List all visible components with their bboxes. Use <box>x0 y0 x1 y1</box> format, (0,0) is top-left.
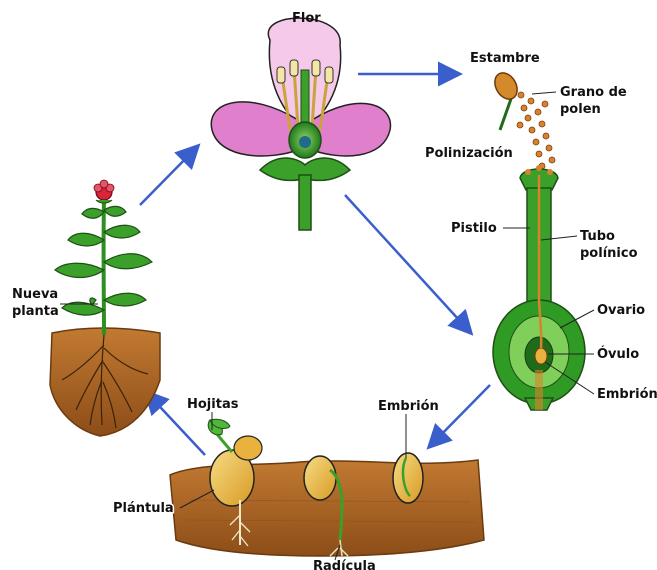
stamen-illustration <box>490 69 521 130</box>
label-tubo-polinico-line1: Tubo <box>580 229 615 244</box>
label-hojitas: Hojitas <box>187 397 239 412</box>
seed-with-embryo <box>393 453 423 503</box>
label-embrion-bottom: Embrión <box>378 399 439 414</box>
label-grano-de-polen-line2: polen <box>560 102 601 117</box>
label-radicula: Radícula <box>313 559 376 570</box>
arrow-plant-to-flower <box>140 147 197 205</box>
arrow-pistil-to-seed <box>430 385 490 446</box>
label-ovario: Ovario <box>597 303 645 318</box>
label-nueva-planta-line1: Nueva <box>12 287 58 302</box>
arrow-flower-to-pistil <box>345 195 470 332</box>
pistil-cross-section <box>493 165 585 410</box>
label-plantula: Plántula <box>113 501 174 516</box>
label-embrion-right: Embrión <box>597 387 657 402</box>
label-polinizacion: Polinización <box>425 146 513 161</box>
label-pistilo: Pistilo <box>451 221 497 236</box>
flower-illustration <box>211 18 390 230</box>
label-nueva-planta-line2: planta <box>12 304 59 319</box>
label-flor: Flor <box>292 11 321 26</box>
label-estambre: Estambre <box>470 51 540 66</box>
label-grano-de-polen-line1: Grano de <box>560 85 627 100</box>
new-plant-illustration <box>50 180 160 436</box>
pollen-grains <box>517 92 555 169</box>
label-ovulo: Óvulo <box>597 346 639 362</box>
label-tubo-polinico-line2: polínico <box>580 246 638 261</box>
